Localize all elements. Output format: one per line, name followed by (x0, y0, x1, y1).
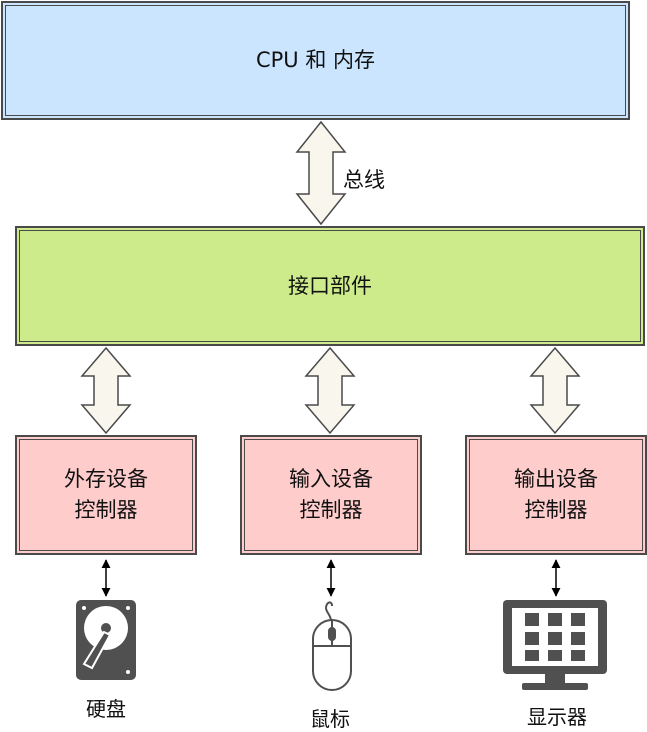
interface-unit-label: 接口部件 (288, 273, 372, 298)
hard-disk-label: 硬盘 (86, 697, 126, 721)
output-controller-label: 输出设备 控制器 (514, 467, 598, 522)
output-double-arrow (529, 346, 581, 435)
bus-label: 总线 (343, 168, 385, 192)
storage-double-arrow (80, 346, 132, 435)
cpu-memory-block: CPU 和 内存 (1, 1, 630, 120)
mouse-icon (312, 601, 352, 691)
monitor-icon (503, 600, 607, 690)
monitor-label: 显示器 (527, 705, 587, 729)
hard-disk-icon (76, 600, 136, 680)
cpu-memory-label: CPU 和 内存 (255, 48, 376, 72)
storage-controller-label: 外存设备 控制器 (64, 467, 148, 522)
input-controller-block: 输入设备 控制器 (240, 435, 422, 555)
mouse-label: 鼠标 (310, 707, 350, 731)
output-controller-block: 输出设备 控制器 (465, 435, 647, 555)
input-controller-label: 输入设备 控制器 (289, 467, 373, 522)
bus-double-arrow (295, 120, 347, 226)
storage-controller-block: 外存设备 控制器 (15, 435, 197, 555)
interface-unit-block: 接口部件 (15, 226, 645, 346)
input-double-arrow (304, 346, 356, 435)
